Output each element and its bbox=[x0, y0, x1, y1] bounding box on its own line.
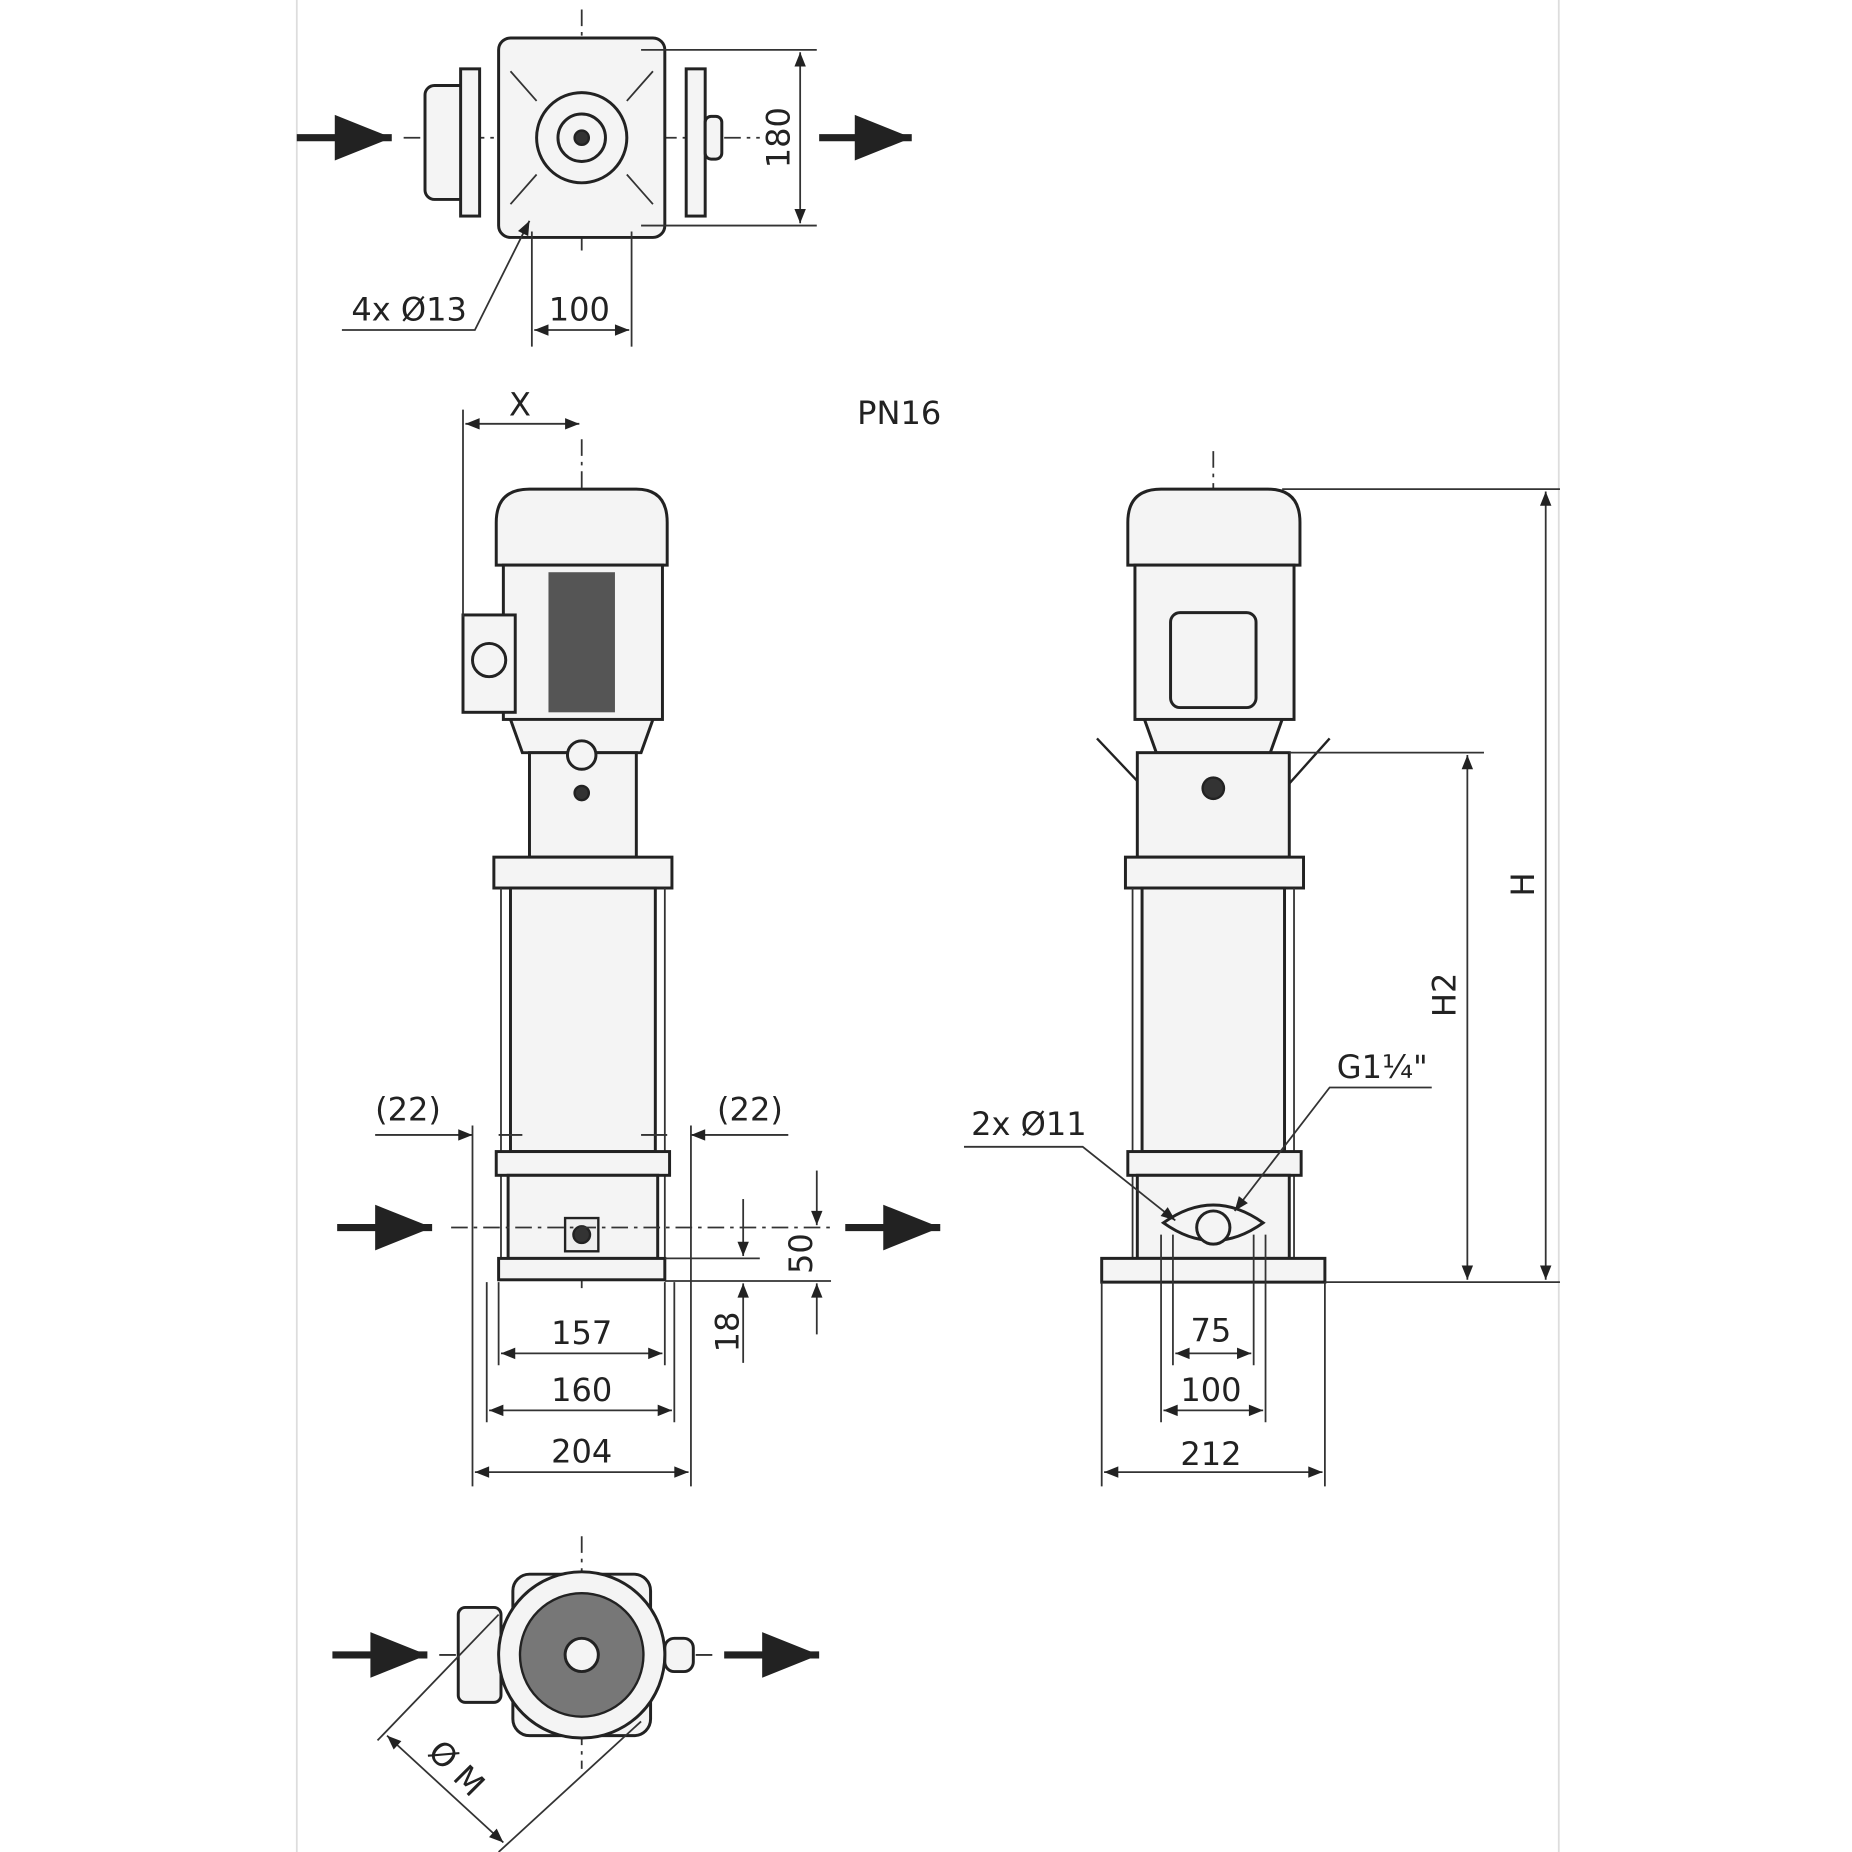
dim-180: 180 bbox=[759, 107, 797, 168]
holes-label-side: 2x Ø11 bbox=[971, 1105, 1087, 1143]
top-view: 180 100 4x Ø13 bbox=[296, 9, 912, 347]
bottom-view: Ø M bbox=[332, 1536, 820, 1852]
dim-motor-diameter: Ø M bbox=[421, 1733, 492, 1804]
dim-18: 18 bbox=[708, 1312, 746, 1353]
dim-75: 75 bbox=[1191, 1312, 1232, 1350]
dim-50: 50 bbox=[782, 1233, 820, 1274]
dim-h: H bbox=[1504, 872, 1542, 896]
dim-212: 212 bbox=[1180, 1435, 1241, 1473]
dim-157: 157 bbox=[551, 1314, 612, 1352]
pressure-rating-label: PN16 bbox=[857, 394, 941, 432]
side-view: H H2 G1¼" 2x Ø11 75 100 212 bbox=[963, 451, 1560, 1487]
dim-x: X bbox=[509, 386, 531, 424]
front-view: X (22) (22) 50 18 157 160 204 bbox=[337, 386, 941, 1487]
dim-22-right: (22) bbox=[717, 1091, 783, 1129]
dim-100-side: 100 bbox=[1180, 1371, 1241, 1409]
dim-160: 160 bbox=[551, 1371, 612, 1409]
holes-label-top: 4x Ø13 bbox=[351, 291, 467, 329]
dim-100-top: 100 bbox=[549, 291, 610, 329]
dim-h2: H2 bbox=[1425, 973, 1463, 1017]
dim-204: 204 bbox=[551, 1433, 612, 1471]
thread-label: G1¼" bbox=[1337, 1048, 1428, 1086]
dim-22-left: (22) bbox=[375, 1091, 441, 1129]
